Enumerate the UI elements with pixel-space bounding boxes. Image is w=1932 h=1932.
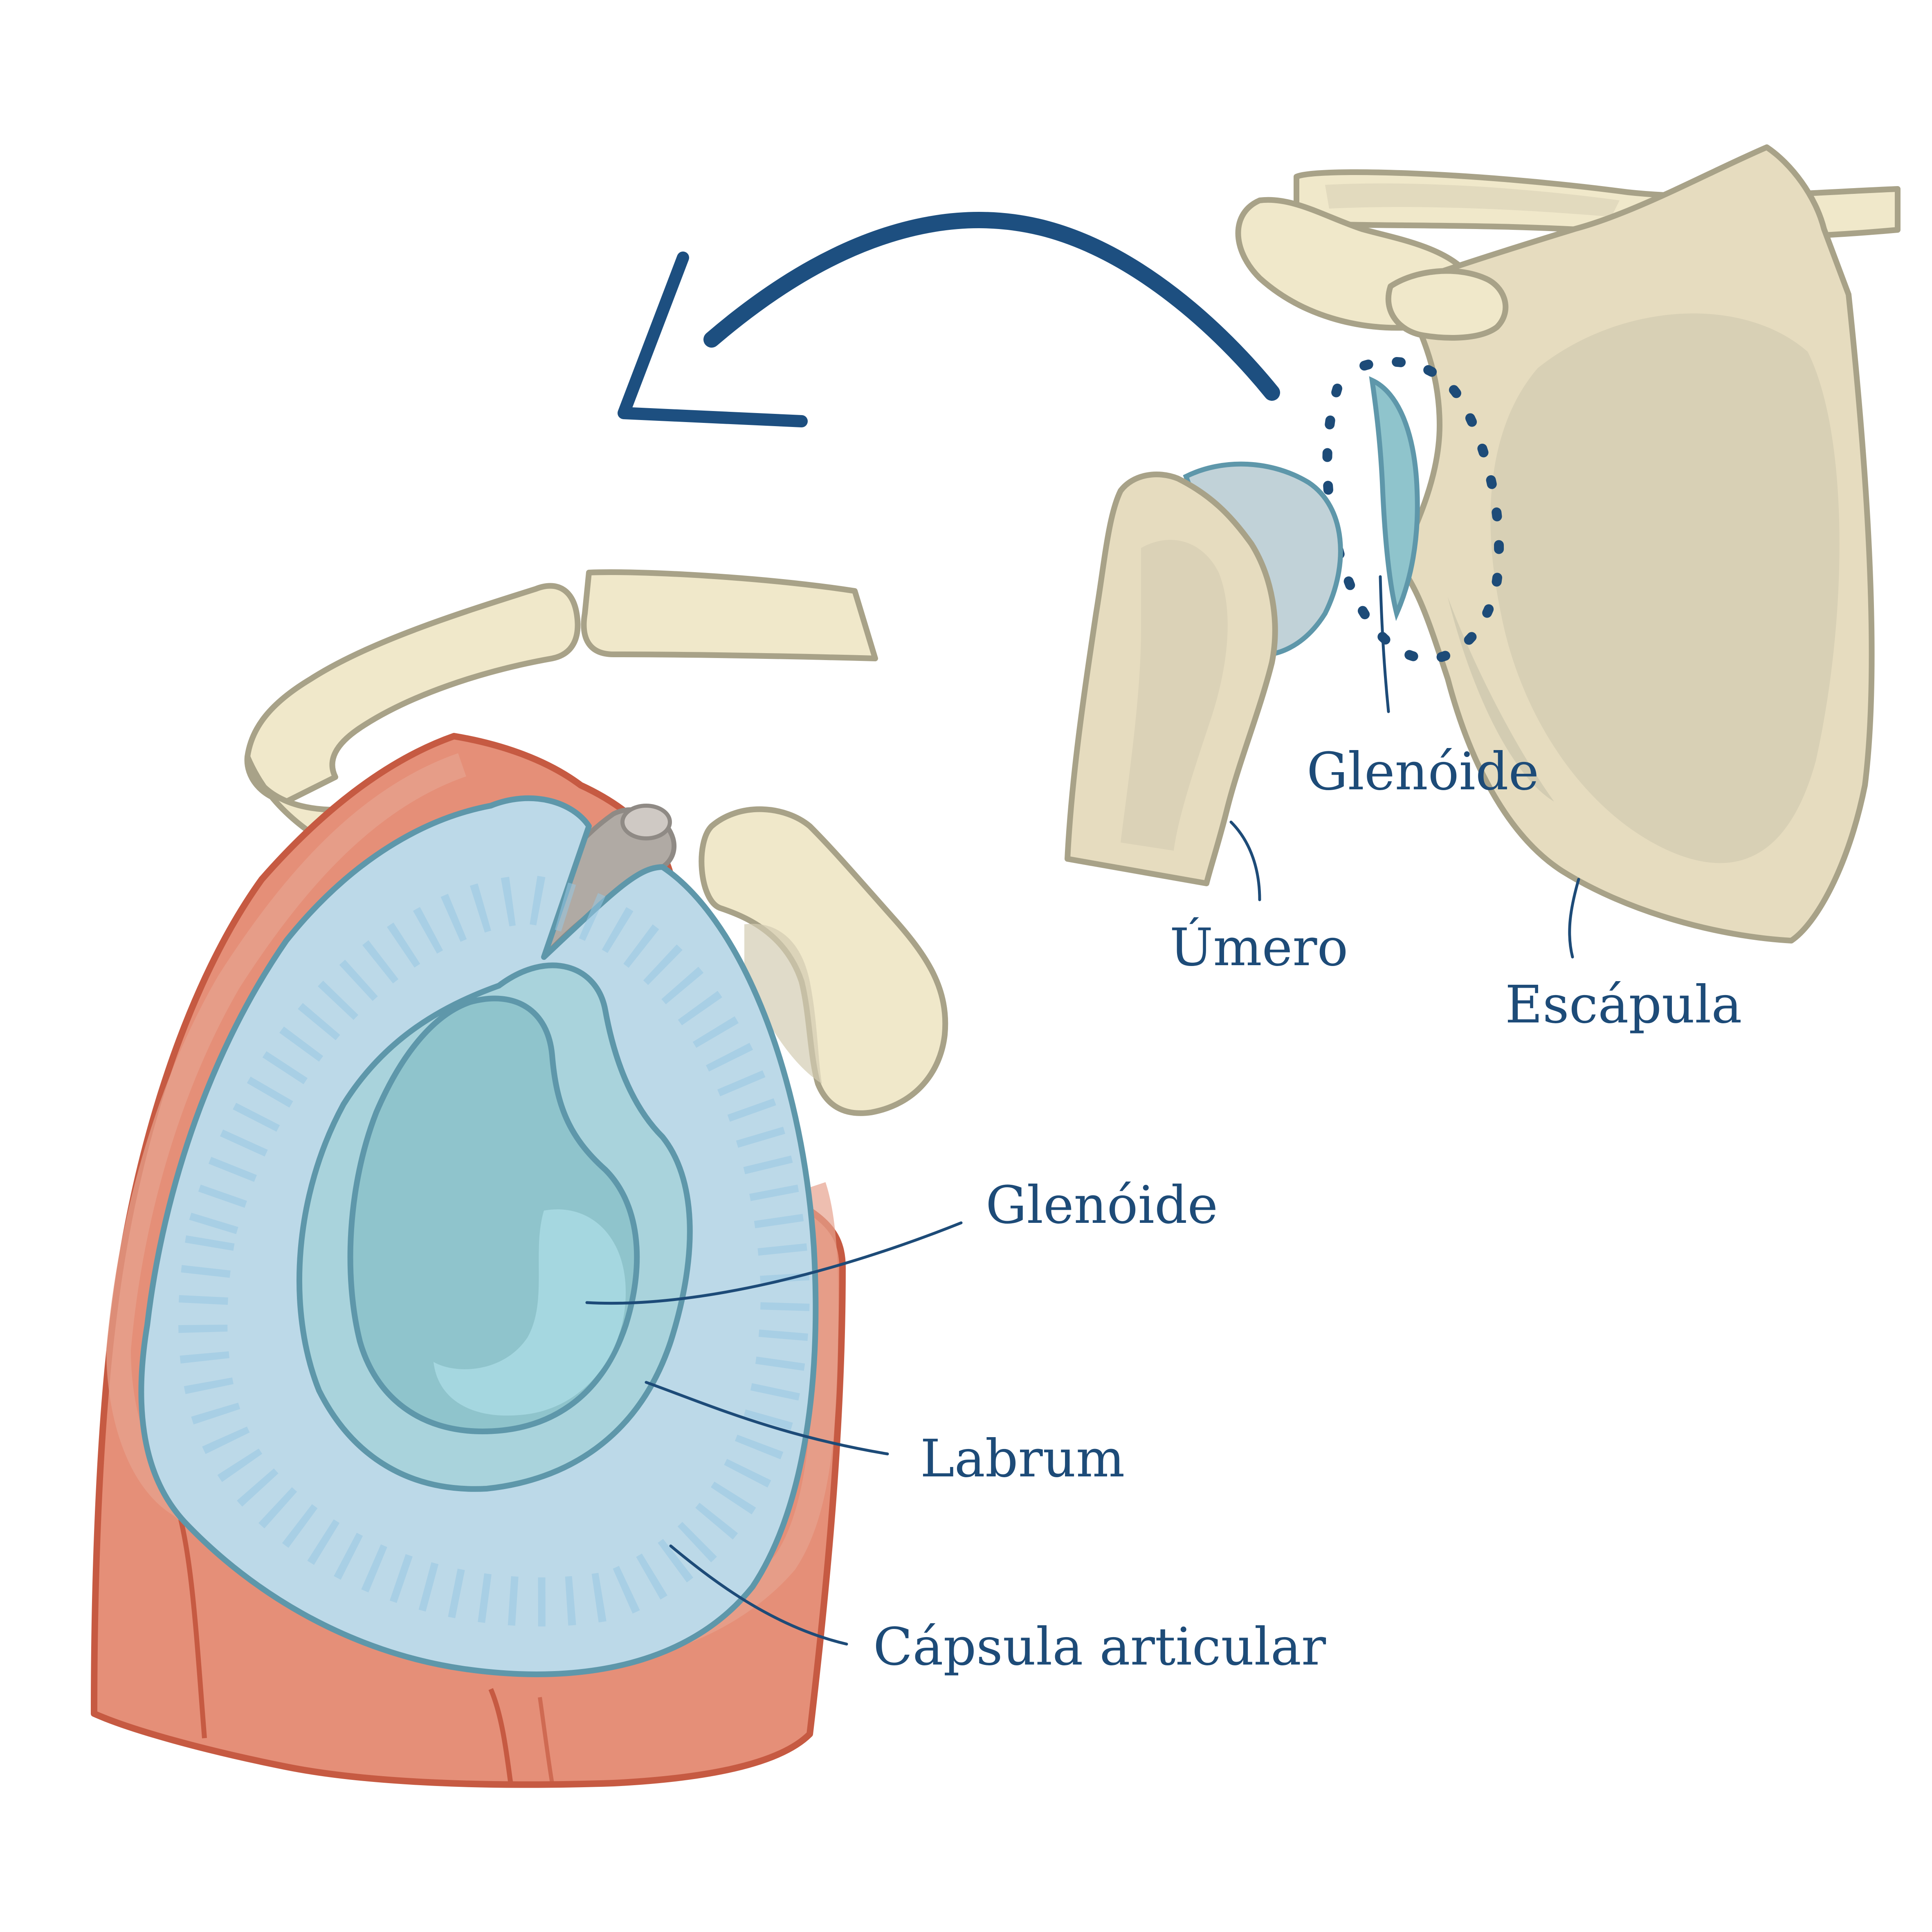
coracoid-large <box>699 806 948 1116</box>
glenoid-label-small: Glenóide <box>1307 741 1539 802</box>
glenoid-small <box>1369 376 1420 621</box>
capsule-dotted-outline <box>1322 357 1504 664</box>
glenoid-face <box>347 995 640 1434</box>
glenoid-face-view: Glenóide Labrum Cápsula articular <box>91 569 1326 1788</box>
labrum-label: Labrum <box>920 1429 1125 1489</box>
leaders-small <box>1229 575 1580 959</box>
humerus-label: Úmero <box>1170 917 1348 977</box>
transition-arrow <box>618 212 1280 427</box>
capsule-label: Cápsula articular <box>873 1617 1326 1677</box>
humerus-small <box>1065 461 1343 886</box>
scapula-body <box>1396 144 1875 944</box>
glenoid-label-large: Glenóide <box>986 1175 1218 1235</box>
coracoid-process <box>1385 268 1509 341</box>
leaders-large <box>585 1221 963 1646</box>
shoulder-lateral-view: Glenóide Úmero Escápula <box>618 144 1901 1035</box>
scapula-label: Escápula <box>1505 975 1742 1035</box>
